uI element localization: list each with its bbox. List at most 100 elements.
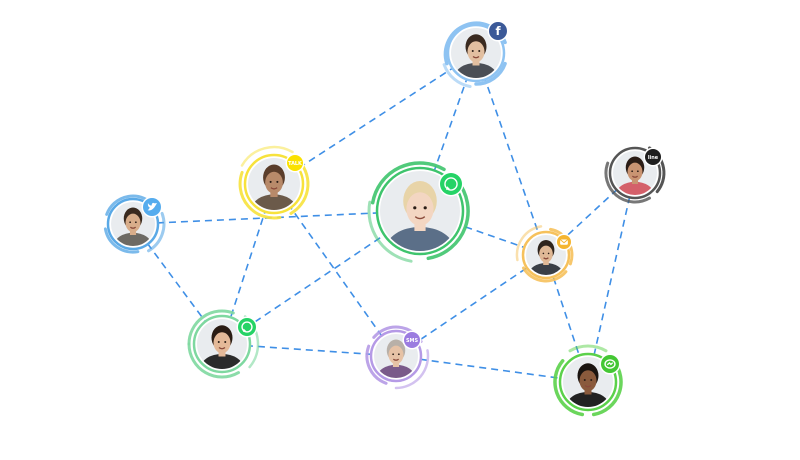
avatar-eye: [542, 252, 545, 255]
ring-arc: [238, 170, 282, 220]
avatar-eye: [547, 252, 550, 255]
avatar-shoulders: [114, 232, 152, 246]
email-icon: [555, 233, 573, 251]
ring-arc: [442, 63, 472, 88]
avatar-face: [406, 192, 434, 226]
avatar-eye: [636, 170, 639, 173]
kakaotalk-icon: TALK: [285, 153, 305, 173]
avatar-mouth: [414, 216, 426, 220]
avatar-mouth: [392, 358, 400, 361]
avatar-eye: [413, 206, 417, 210]
contact-node-messenger[interactable]: [553, 344, 623, 420]
badge-circle: [287, 155, 303, 171]
ring-arc: [147, 211, 166, 253]
avatar-shoulders: [251, 194, 297, 210]
contact-node-kakaotalk[interactable]: TALK: [238, 145, 310, 223]
facebook-icon: f: [487, 20, 509, 42]
whatsapp-icon: [438, 171, 464, 197]
ring-arc: [187, 309, 235, 346]
ring-arc: [365, 344, 388, 385]
avatar-mouth: [270, 187, 278, 190]
avatar: [197, 319, 247, 369]
badge-circle: [645, 149, 661, 165]
avatar-face: [467, 41, 485, 63]
ring-arc: [474, 61, 507, 86]
avatar-eye: [471, 50, 474, 52]
contact-node-line[interactable]: line: [604, 146, 666, 206]
contact-node-whatsapp[interactable]: [187, 309, 260, 381]
badge-circle: [238, 318, 256, 336]
badge-glyph: [604, 359, 616, 369]
avatar-face: [125, 213, 141, 233]
badge-label: SMS: [406, 338, 418, 344]
avatar-mouth: [472, 55, 480, 59]
contact-node-facebook[interactable]: f: [442, 20, 509, 91]
avatar-face: [388, 345, 404, 365]
ring-arc: [103, 227, 140, 254]
contact-node-email[interactable]: [515, 225, 574, 285]
whatsapp-icon: [236, 316, 258, 338]
ring-arc: [604, 161, 651, 204]
avatar: [111, 202, 155, 246]
badge-glyph: [147, 202, 157, 211]
avatar-shoulders: [454, 63, 498, 78]
avatar-mouth: [631, 175, 639, 178]
ring-arc: [370, 161, 446, 205]
avatar-eye: [397, 353, 400, 356]
contact-node-twitter[interactable]: [103, 194, 166, 257]
avatar-eye: [583, 379, 586, 381]
ring-arc: [522, 266, 568, 283]
badge-glyph: [241, 321, 253, 333]
ring-arc: [394, 349, 430, 390]
avatar-shoulders: [386, 227, 454, 251]
badge-circle: [404, 332, 420, 348]
badge-label: TALK: [288, 161, 302, 167]
line-icon: line: [643, 147, 663, 167]
avatar-mouth: [129, 226, 137, 229]
avatar-mouth: [218, 346, 226, 350]
avatar-eye: [590, 379, 593, 381]
ring-arc: [515, 225, 543, 262]
avatar-face: [627, 162, 643, 182]
avatar-shoulders: [616, 181, 654, 195]
avatar-mouth: [543, 257, 549, 260]
avatar-eye: [134, 221, 137, 224]
badge-label: f: [495, 24, 501, 38]
twitter-icon: [141, 196, 163, 218]
avatar-eye: [423, 206, 427, 210]
sms-icon: SMS: [402, 330, 422, 350]
avatar-eye: [392, 353, 395, 356]
connection-line: [587, 172, 636, 383]
contact-node-whatsapp[interactable]: [367, 161, 470, 271]
badge-glyph: [446, 186, 450, 191]
ring-arc: [568, 344, 608, 353]
contact-node-sms[interactable]: SMS: [365, 325, 430, 390]
messenger-icon: [599, 353, 621, 375]
avatar-eye: [217, 341, 220, 343]
avatar-eye: [276, 180, 279, 183]
ring-arc: [289, 160, 310, 215]
avatar-mouth: [584, 384, 592, 388]
avatar-face: [265, 171, 283, 194]
ring-arc: [187, 342, 240, 379]
avatar: [613, 151, 657, 195]
avatar-shoulders: [377, 364, 415, 378]
avatar-eye: [129, 221, 132, 224]
badge-circle: [489, 22, 507, 40]
ring-arc: [367, 200, 413, 263]
ring-arc: [240, 145, 294, 167]
avatar-eye: [269, 180, 272, 183]
badge-glyph: [242, 328, 247, 332]
ring-arc: [553, 359, 585, 417]
avatar-eye: [478, 50, 481, 52]
avatar-eye: [631, 170, 634, 173]
avatar-face: [539, 245, 553, 263]
avatar-face: [579, 370, 597, 392]
badge-circle: [440, 173, 462, 195]
avatar-shoulders: [200, 354, 244, 369]
avatar-shoulders: [529, 263, 563, 275]
ring-arc: [426, 178, 470, 261]
